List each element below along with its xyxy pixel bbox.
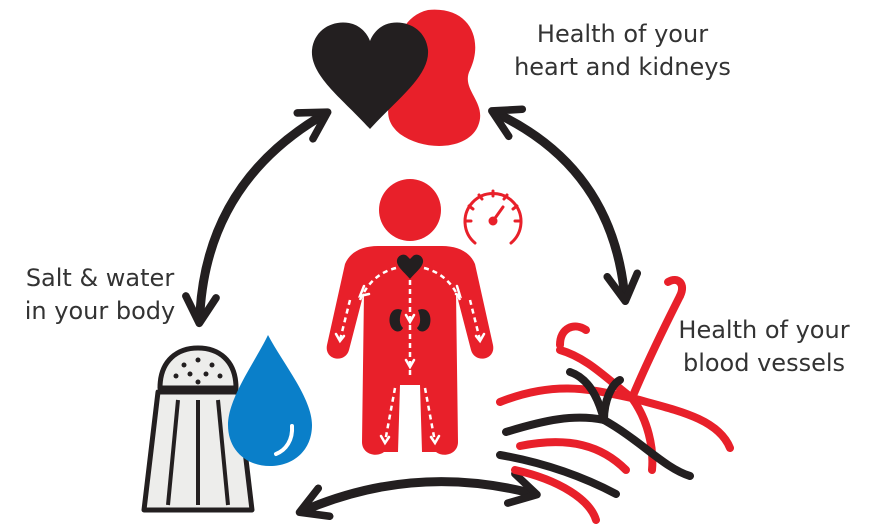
salt-water-label-line-2: in your body xyxy=(0,295,200,328)
salt-water-label: Salt & water in your body xyxy=(0,262,200,328)
heart-kidney-icon xyxy=(312,10,480,146)
heart-kidneys-label-line-1: Health of your xyxy=(500,18,745,51)
water-drop-icon xyxy=(228,335,312,466)
heart-kidneys-label: Health of your heart and kidneys xyxy=(500,18,745,84)
blood-vessels-label: Health of your blood vessels xyxy=(664,314,864,380)
heart-kidneys-label-line-2: heart and kidneys xyxy=(500,51,745,84)
salt-water-label-line-1: Salt & water xyxy=(0,262,200,295)
blood-vessels-label-line-1: Health of your xyxy=(664,314,864,347)
body-head xyxy=(379,179,441,241)
arrow-heart-vessels xyxy=(502,116,624,290)
gauge-icon xyxy=(465,191,521,243)
arrow-salt-vessels xyxy=(310,482,526,508)
arrow-heart-salt xyxy=(200,118,318,312)
blood-vessels-label-line-2: blood vessels xyxy=(664,347,864,380)
